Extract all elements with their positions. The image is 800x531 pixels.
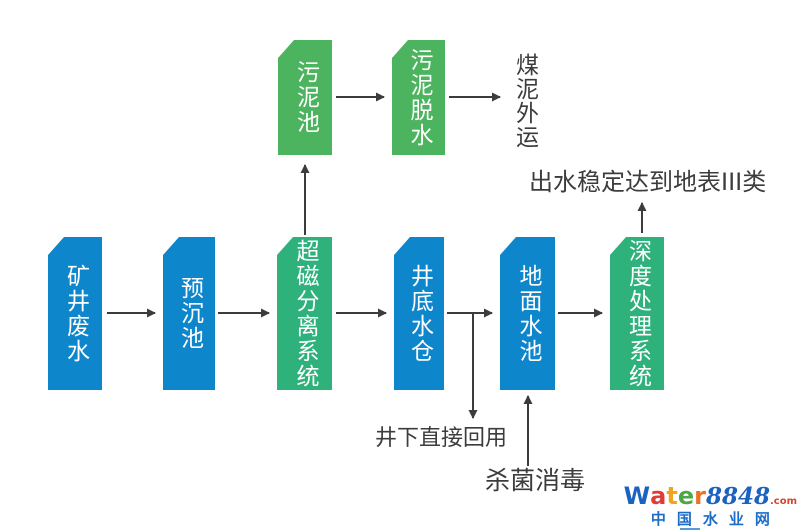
- logo-underline-dash: [679, 528, 700, 530]
- flow-node-label: 污泥池: [292, 60, 319, 135]
- flow-node-label: 预沉池: [176, 276, 203, 351]
- flow-node-label: 深度处理系统: [624, 238, 651, 389]
- logo-8848-text: 8848: [705, 483, 770, 510]
- logo-wordmark: Water8848.com: [624, 484, 797, 508]
- flow-node-label: 超磁分离系统: [292, 238, 318, 389]
- flow-node-surface-water-pool: 地面水池: [500, 237, 555, 390]
- flow-node-label: 污泥脱水: [406, 47, 432, 148]
- logo-letter: t: [666, 482, 678, 510]
- flow-node-mine-wastewater: 矿井废水: [48, 237, 102, 390]
- logo-letter: r: [694, 482, 706, 510]
- flow-node-pre-sedimentation-pool: 预沉池: [163, 237, 215, 390]
- disinfection-label: 杀菌消毒: [485, 466, 586, 495]
- flow-node-sludge-pool: 污泥池: [278, 40, 332, 155]
- coal-sludge-outbound-label: 煤泥外运: [511, 53, 538, 149]
- flow-node-shaft-bottom-sump: 井底水仓: [394, 237, 444, 390]
- flow-node-label: 井底水仓: [406, 263, 433, 364]
- water8848-logo: Water8848.com 中国水业网: [624, 484, 797, 530]
- flow-node-label: 矿井废水: [62, 263, 89, 364]
- logo-letter: W: [623, 482, 651, 510]
- flow-node-advanced-treatment-system: 深度处理系统: [610, 237, 664, 390]
- flow-node-super-magnetic-separation: 超磁分离系统: [277, 237, 332, 390]
- logo-water-text: Water: [624, 482, 706, 510]
- effluent-quality-label: 出水稳定达到地表III类: [529, 168, 767, 196]
- logo-letter: a: [650, 482, 667, 510]
- flow-node-sludge-dewatering: 污泥脱水: [392, 40, 445, 155]
- underground-reuse-label: 井下直接回用: [375, 426, 508, 451]
- flow-node-label: 地面水池: [515, 263, 541, 364]
- logo-subtitle: 中国水业网: [650, 510, 781, 528]
- logo-com-text: .com: [769, 496, 797, 507]
- logo-letter: e: [677, 482, 695, 510]
